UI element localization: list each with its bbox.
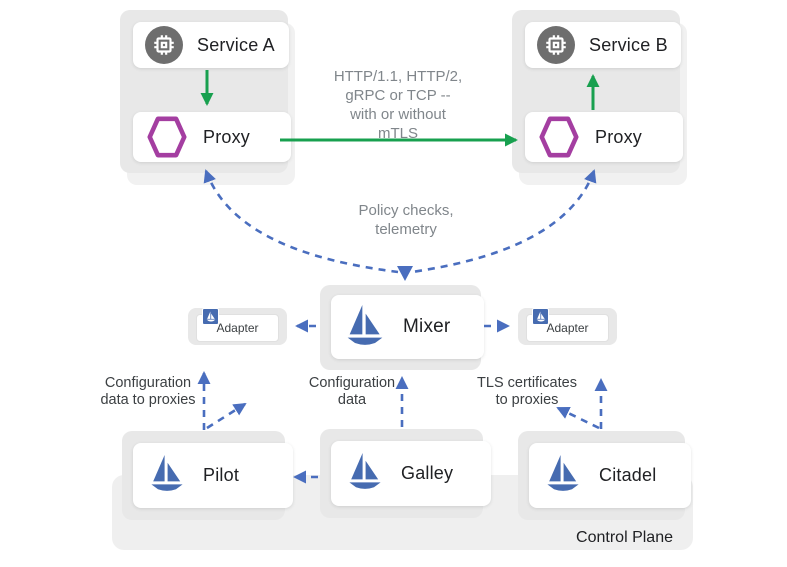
- adapter-left: Adapter: [188, 308, 287, 345]
- service-b-node: Service B: [525, 22, 681, 68]
- edge-pilot-diagonal: [206, 402, 247, 430]
- edge-proxies-to-mixer-arrowhead: [397, 266, 413, 281]
- istio-sail-icon: [545, 452, 581, 499]
- protocols-annotation: HTTP/1.1, HTTP/2, gRPC or TCP -- with or…: [333, 68, 463, 142]
- pilot-group: Pilot: [122, 431, 293, 520]
- istio-sail-icon: [149, 452, 185, 499]
- citadel-group: Citadel: [518, 431, 691, 520]
- mixer-node: Mixer: [331, 295, 484, 359]
- mixer-group: Mixer: [320, 285, 484, 370]
- adapter-left-label: Adapter: [196, 314, 279, 342]
- istio-sail-icon: [202, 308, 219, 325]
- citadel-node: Citadel: [529, 443, 691, 508]
- galley-flow-annotation: Configuration data: [308, 375, 396, 408]
- adapter-right-label: Adapter: [526, 314, 609, 342]
- proxy-left-label: Proxy: [203, 126, 251, 147]
- service-a-label: Service A: [197, 34, 275, 55]
- mixer-label: Mixer: [403, 316, 451, 337]
- adapter-right: Adapter: [518, 308, 617, 345]
- galley-label: Galley: [401, 463, 454, 483]
- citadel-label: Citadel: [599, 465, 657, 485]
- proxy-left-node: Proxy: [133, 112, 291, 162]
- pilot-label: Pilot: [203, 465, 240, 485]
- proxy-right-label: Proxy: [595, 126, 643, 147]
- proxy-right-node: Proxy: [525, 112, 683, 162]
- cpu-chip-icon: [145, 26, 183, 64]
- hexagon-proxy-icon: [539, 115, 579, 159]
- citadel-flow-annotation: TLS certificates to proxies: [477, 375, 577, 408]
- galley-node: Galley: [331, 441, 491, 506]
- cpu-chip-icon: [537, 26, 575, 64]
- pilot-flow-annotation: Configuration data to proxies: [100, 375, 196, 408]
- service-a-node: Service A: [133, 22, 289, 68]
- hexagon-proxy-icon: [147, 115, 187, 159]
- policy-annotation: Policy checks, telemetry: [358, 202, 454, 238]
- edge-citadel-diagonal: [556, 406, 600, 430]
- galley-group: Galley: [320, 429, 491, 518]
- service-a-group: Service A Proxy: [120, 10, 291, 173]
- control-plane-label: Control Plane: [576, 529, 673, 546]
- istio-sail-icon: [347, 450, 383, 497]
- pilot-node: Pilot: [133, 443, 293, 508]
- istio-sail-icon: [345, 302, 385, 353]
- service-b-label: Service B: [589, 34, 668, 55]
- service-b-group: Service B Proxy: [512, 10, 683, 173]
- istio-sail-icon: [532, 308, 549, 325]
